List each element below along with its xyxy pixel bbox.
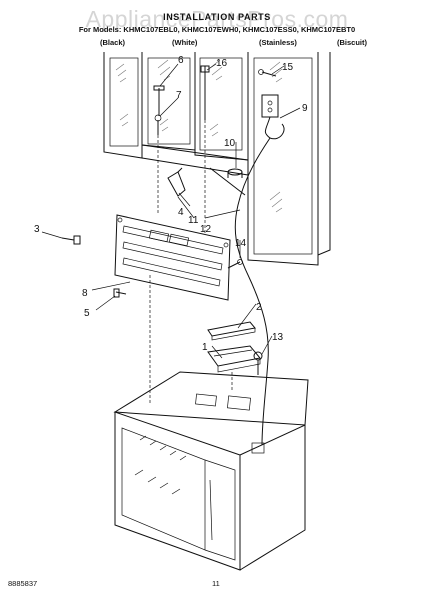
screw-13 [253,351,263,375]
callout-2: 2 [256,302,262,313]
callout-4: 4 [178,207,184,218]
callout-9: 9 [302,103,308,114]
leader-lines [41,63,301,359]
callout-15: 15 [282,62,294,73]
callout-11: 11 [188,215,199,226]
callout-14: 14 [235,238,247,249]
callout-16: 16 [216,58,228,69]
callout-5: 5 [84,308,90,319]
variant-white: (White) [172,38,198,47]
callout-8: 8 [82,288,88,299]
callout-3: 3 [34,224,40,235]
callout-7: 7 [176,90,182,101]
variant-stainless: (Stainless) [259,38,297,47]
damper-assembly [207,321,261,373]
power-cord-assembly [234,94,285,446]
variant-black: (Black) [100,38,126,47]
model-list: For Models: KHMC107EBL0, KHMC107EWH0, KH… [78,25,356,34]
callout-12: 12 [200,224,212,235]
callout-6: 6 [178,55,184,66]
alignment-lines [149,120,233,405]
watermark-text: AppliancePartsPros.com [85,6,349,32]
mounting-screws [153,65,277,178]
mounting-plate [114,214,231,301]
callout-10: 10 [224,138,236,149]
callout-13: 13 [272,332,284,343]
plate-screws [61,235,243,298]
upper-cabinets [103,52,331,266]
page-number: 11 [212,579,220,588]
hood-bracket [167,167,186,197]
variant-biscuit: (Biscuit) [337,38,367,47]
callout-1: 1 [202,342,208,353]
doc-number: 8885837 [8,579,38,588]
page-title: INSTALLATION PARTS [163,12,271,22]
microwave-oven [113,371,309,571]
callout-numbers: 6 16 15 7 9 10 4 11 12 3 14 8 2 5 13 1 [34,55,308,353]
